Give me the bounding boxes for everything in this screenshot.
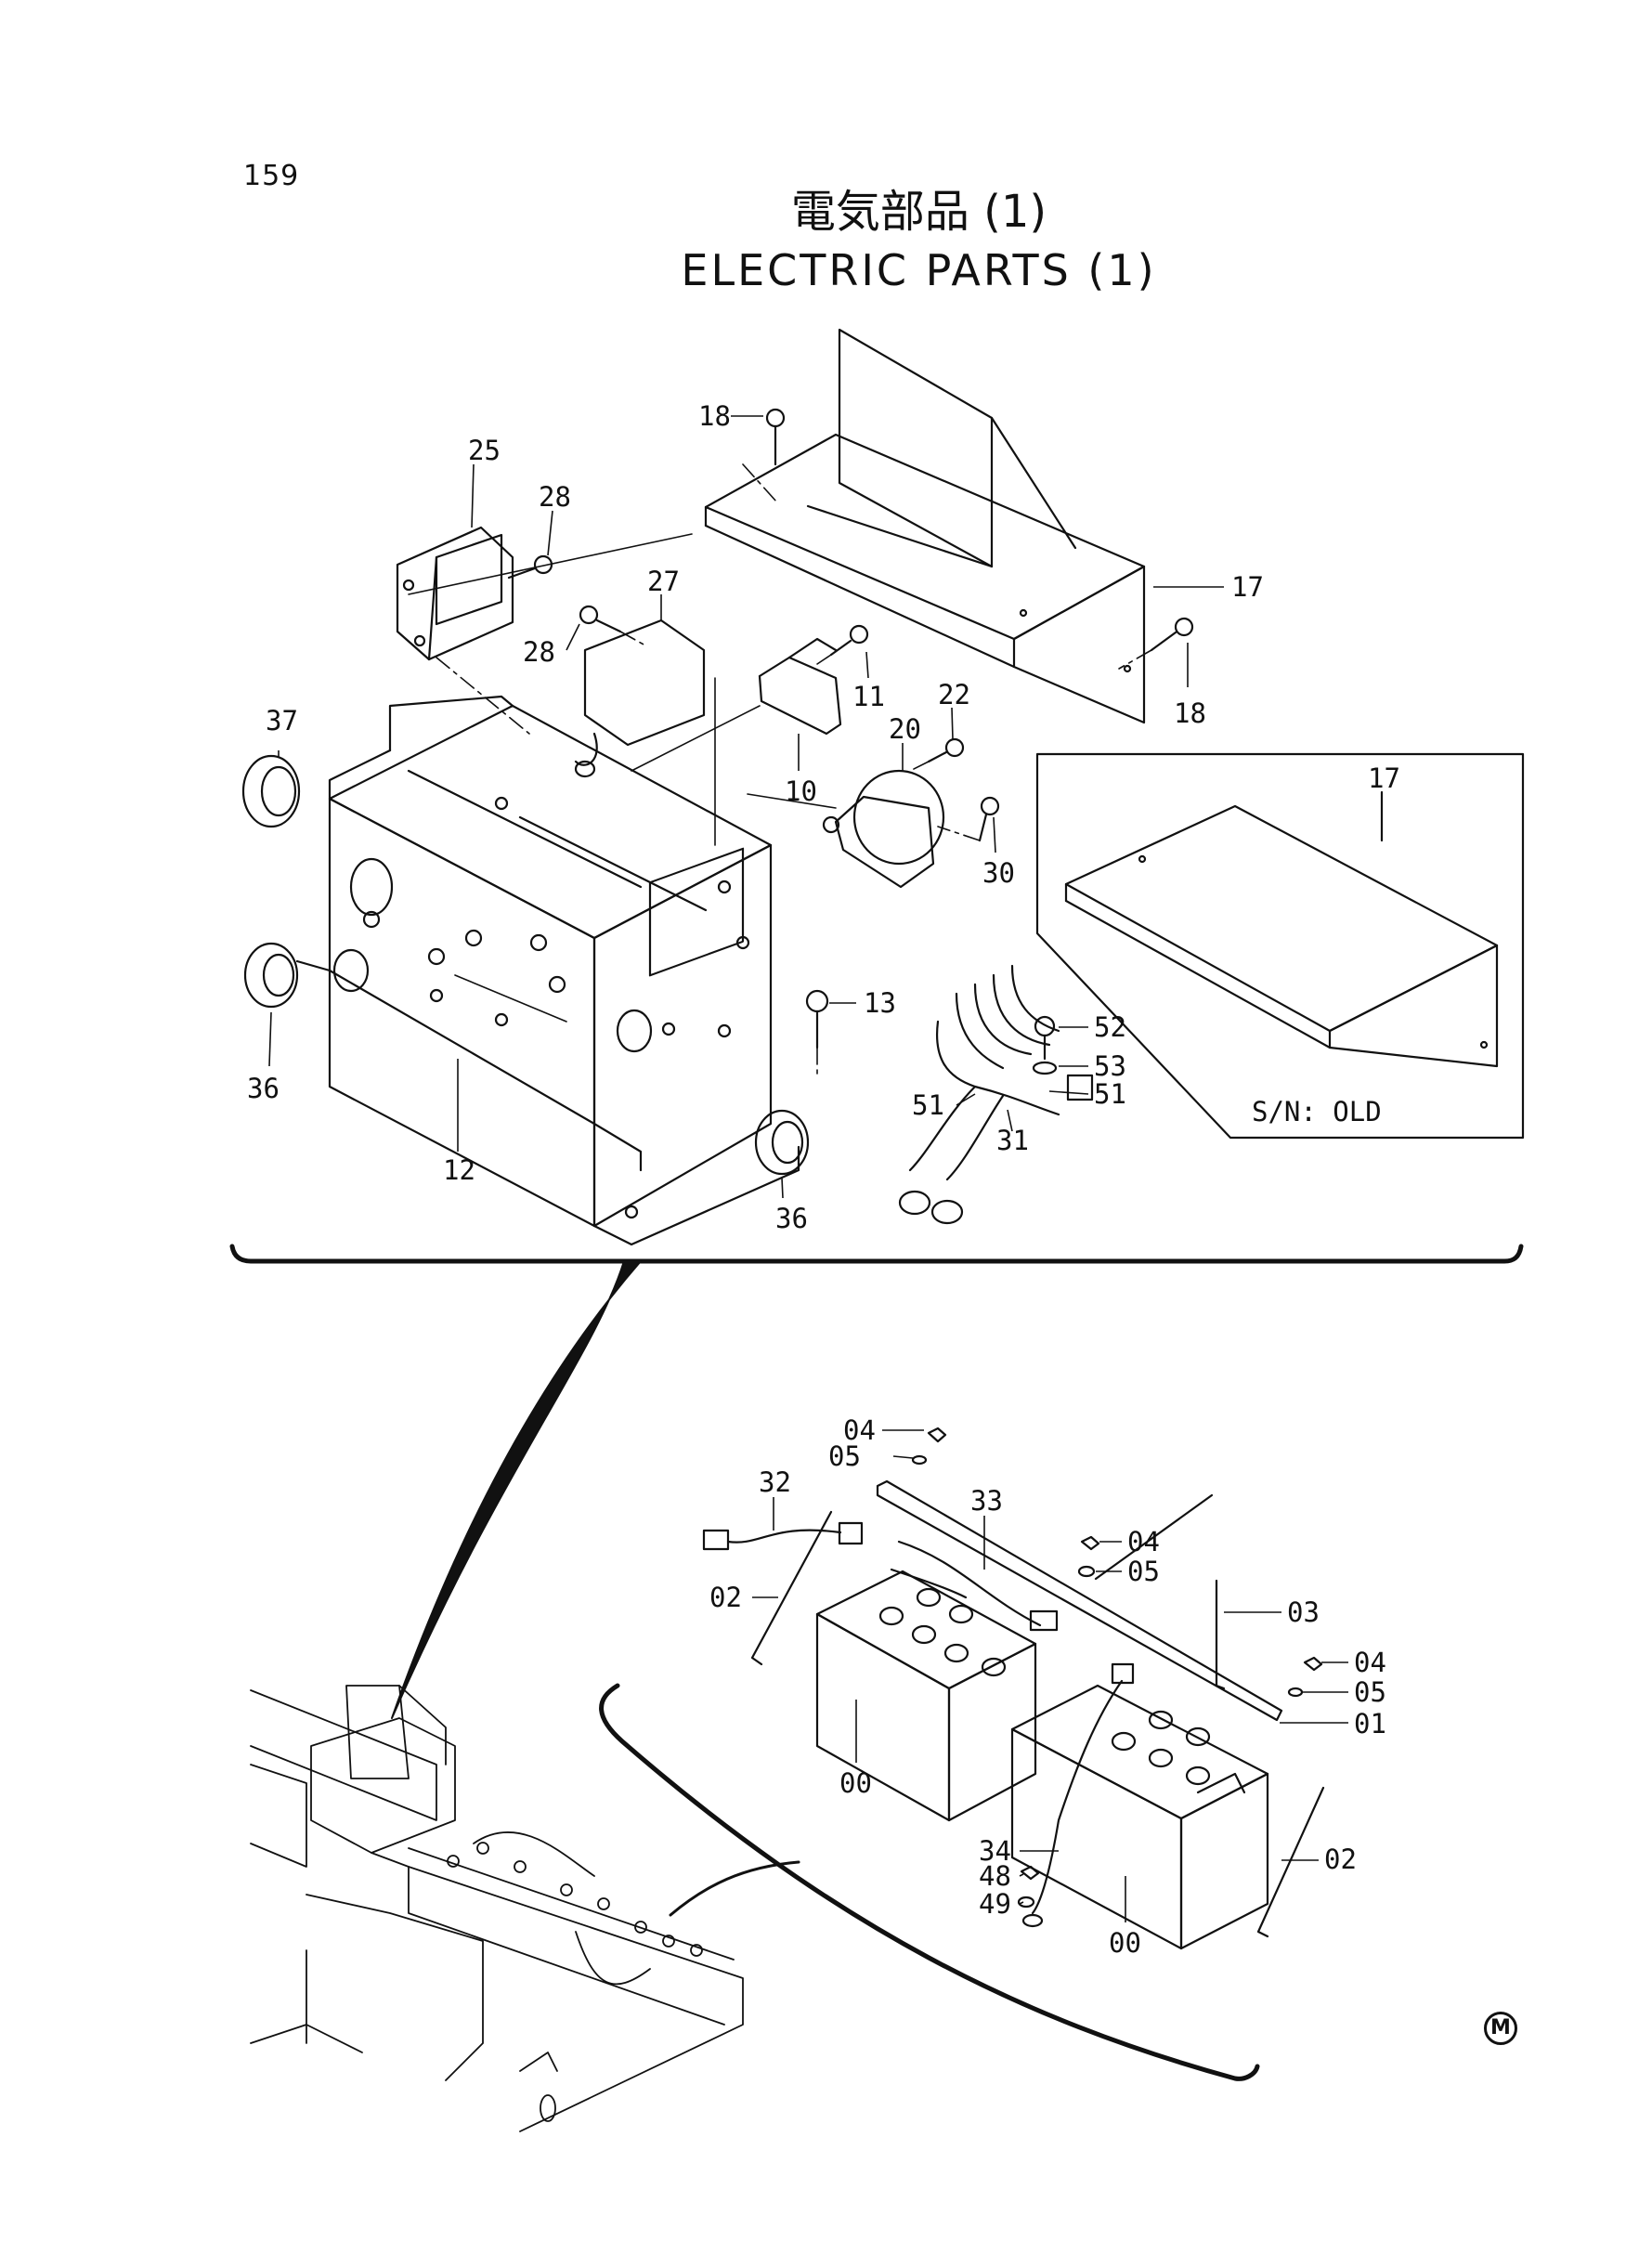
upper-part-labels: 18 25 28 28 27 17 18 11 22 20 10 30 37 1… [247,400,1400,1234]
label-20: 20 [889,713,921,745]
label-12: 12 [443,1154,475,1186]
cable-part-34 [1021,1662,1135,1928]
label-00-left: 00 [839,1767,872,1799]
battery-part-00b [1010,1684,1269,1950]
bolt-part-52 [1034,1015,1056,1061]
label-25: 25 [468,435,501,466]
component-part-20 [822,769,945,889]
title-block: 電気部品 (1) ELECTRIC PARTS (1) [0,182,1652,299]
label-36-left: 36 [247,1073,280,1104]
label-33: 33 [970,1485,1003,1517]
assembly-lines-solid [408,533,837,1023]
wire-harness-part-31 [898,964,1094,1225]
label-04-top: 04 [843,1414,876,1446]
label-18-top: 18 [698,400,731,432]
washer-part-53 [1032,1061,1058,1075]
inset-old-cover-panel [1035,752,1525,1140]
bolt-part-28a [507,554,553,580]
manufacturer-mark: M [1484,2012,1517,2045]
small-nuts [911,1427,1323,1909]
label-03: 03 [1287,1596,1320,1628]
label-11: 11 [852,681,885,712]
label-05-mid: 05 [1127,1556,1160,1587]
label-02-left: 02 [709,1582,742,1613]
regulator-part-27 [574,619,706,778]
label-52: 52 [1094,1011,1126,1043]
machine-overview [250,1685,744,2132]
label-49: 49 [979,1888,1011,1920]
label-10: 10 [785,775,817,807]
rod-part-03 [1215,1579,1226,1690]
label-36-bottom: 36 [775,1203,808,1234]
label-32: 32 [759,1466,791,1498]
bracket-part-10 [758,637,842,736]
label-51-left: 51 [912,1089,944,1121]
lower-part-labels: 04 05 32 33 04 05 02 03 04 05 01 00 34 4… [709,1414,1386,1959]
upper-separator [229,1244,1524,1264]
label-53: 53 [1094,1050,1126,1082]
label-27: 27 [647,566,680,597]
serial-note: S/N: OLD [1252,1096,1382,1127]
leader-lines [268,415,1348,1922]
grommet-part-36a [243,942,299,1009]
label-37: 37 [266,705,298,736]
bolt-part-18b [1150,617,1194,652]
bolt-part-22 [927,737,965,763]
label-17-inset: 17 [1368,762,1400,794]
hold-down-bar-part-01 [876,1479,1283,1722]
label-18-right: 18 [1174,697,1206,729]
label-17-top: 17 [1231,571,1264,603]
label-28-upper: 28 [539,481,571,513]
battery-box-part-12 [295,695,800,1246]
callout-wedge [391,1260,642,1719]
label-13: 13 [864,987,896,1019]
label-01: 01 [1354,1708,1386,1739]
battery-part-00a [815,1570,1037,1822]
bolt-part-30 [978,796,1000,842]
title-english: ELECTRIC PARTS (1) [681,245,1157,295]
grommet-part-36b [754,1109,810,1176]
label-30: 30 [982,857,1015,889]
callout-curve [669,1860,800,1917]
label-02-right: 02 [1324,1844,1357,1875]
label-04-right: 04 [1354,1647,1386,1678]
cable-part-33 [890,1540,1059,1632]
label-05-right: 05 [1354,1676,1386,1708]
assembly-lines [436,463,1152,1078]
battery-cover-part-17 [704,328,1146,724]
cable-part-32 [702,1521,864,1551]
label-04-mid: 04 [1127,1526,1160,1557]
label-00-right: 00 [1109,1927,1141,1959]
label-34: 34 [979,1835,1011,1867]
bolt-part-28b [579,605,622,633]
relay-part-25 [396,526,514,661]
page-number: 159 [243,160,300,192]
lower-separator [599,1683,1260,2081]
label-22: 22 [938,679,970,710]
label-05-top: 05 [828,1440,861,1472]
title-japanese: 電気部品 (1) [790,186,1047,238]
label-28-lower: 28 [523,636,555,668]
label-51-right: 51 [1094,1078,1126,1110]
label-48: 48 [979,1860,1011,1892]
label-31: 31 [996,1125,1029,1156]
bolt-part-18a [765,408,786,466]
bolt-part-11 [829,624,869,657]
rod-part-02a [750,1510,833,1666]
bolt-part-13 [805,989,829,1049]
rod-part-02b [1256,1786,1325,1938]
grommet-part-37 [241,754,301,828]
